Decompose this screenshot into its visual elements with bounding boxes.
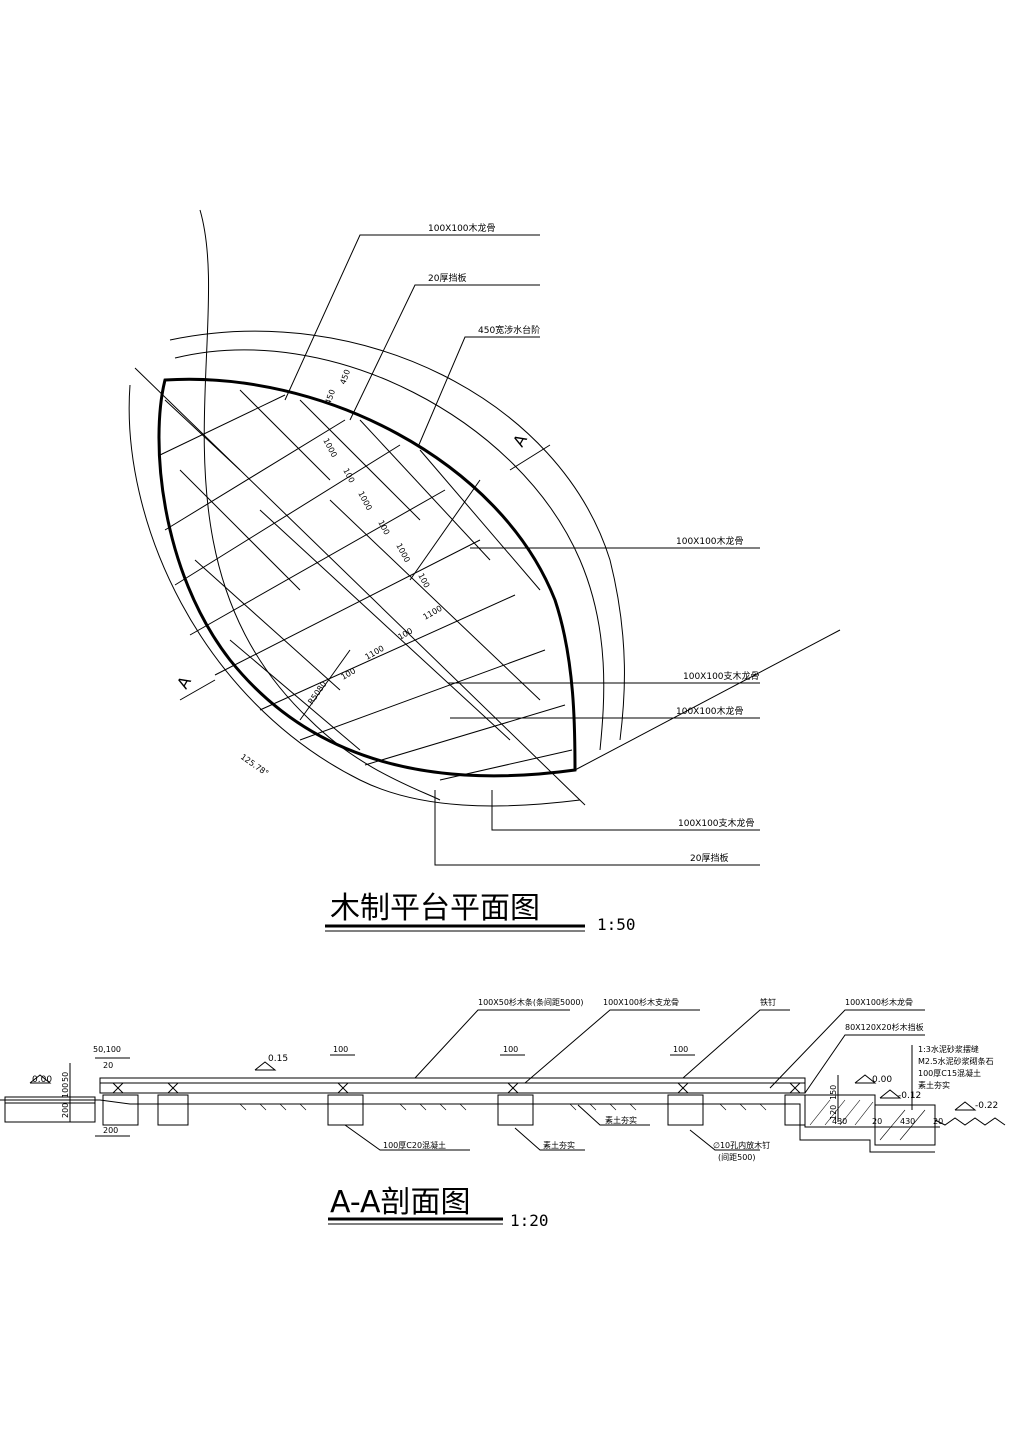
outer-arc-left — [199, 209, 441, 801]
dim-100a: 100 — [341, 467, 356, 485]
dim-h430a: 430 — [832, 1117, 847, 1126]
level-step: -0.12 — [898, 1091, 921, 1101]
outer-arc-bottom — [128, 384, 581, 807]
label-step: 450宽涉水台阶 — [478, 324, 540, 336]
footing-5 — [667, 1094, 704, 1126]
dim-1000c: 1000 — [394, 542, 412, 564]
stone-hatch — [809, 1099, 926, 1141]
dim-450b: 450 — [323, 388, 337, 405]
ground-line — [0, 1099, 935, 1153]
label-joist: 100X100杉木龙骨 — [845, 997, 913, 1007]
section-view: 0.00 0.15 0.00 -0.12 -0.22 — [0, 997, 1006, 1230]
dim-v120: 120 — [829, 1105, 838, 1120]
outer-arc-right-2 — [169, 330, 625, 741]
dim-radius: R5080 — [306, 680, 328, 706]
dim-100b: 100 — [503, 1045, 518, 1054]
footings — [102, 1094, 806, 1126]
deck-plank — [99, 1077, 806, 1084]
section-line-top — [509, 444, 551, 471]
label-stone: M2.5水泥砂浆砌条石 — [918, 1056, 994, 1066]
posts — [112, 1082, 801, 1094]
label-soil-right: 素土夯实 — [918, 1080, 950, 1090]
level-water: -0.22 — [975, 1101, 998, 1111]
label-support: 100X100杉木支龙骨 — [603, 997, 679, 1007]
right-stone-step-2 — [874, 1104, 936, 1146]
dim-v200: 200 — [61, 1103, 70, 1118]
footing-6 — [784, 1094, 806, 1126]
water-line — [934, 1117, 1006, 1126]
section-dim-lines — [69, 1054, 940, 1137]
label-joist-right: 100X100木龙骨 — [676, 535, 744, 547]
section-line-left — [179, 679, 216, 701]
dim-h20: 20 — [872, 1117, 882, 1126]
section-leaders — [344, 1009, 925, 1151]
dim-1000b: 1000 — [356, 490, 374, 512]
label-bolt: ∅10孔内放木钉 — [713, 1140, 770, 1150]
label-support-joist-2: 100X100支木龙骨 — [678, 817, 755, 829]
dim-200: 200 — [103, 1126, 118, 1135]
section-title: A-A剖面图 — [330, 1185, 471, 1220]
dim-1000a: 1000 — [321, 437, 339, 459]
angle-dim-line — [134, 367, 586, 806]
dim-50-100: 50,100 — [93, 1045, 121, 1054]
level-markers — [29, 1061, 977, 1111]
label-soil-mid1: 素土夯实 — [543, 1140, 575, 1150]
dim-20: 20 — [103, 1061, 113, 1070]
section-scale: 1:20 — [510, 1211, 549, 1230]
dim-100a: 100 — [333, 1045, 348, 1054]
section-mark-left: A — [173, 673, 195, 692]
label-support-joist-1: 100X100支木龙骨 — [683, 670, 760, 682]
platform-outline — [157, 377, 577, 778]
left-step-block — [4, 1096, 96, 1123]
dim-100d: 100 — [397, 626, 415, 641]
level-left: 0.00 — [32, 1075, 52, 1085]
dim-angle: 125.78° — [239, 752, 270, 778]
plan-title: 木制平台平面图 — [330, 891, 540, 926]
dim-h430b: 430 — [900, 1117, 915, 1126]
footing-2 — [157, 1094, 189, 1126]
joist-grid — [159, 389, 573, 781]
plan-leaders — [284, 234, 760, 866]
plan-scale: 1:50 — [597, 915, 636, 934]
dim-v150: 150 — [829, 1085, 838, 1100]
dim-450a: 450 — [338, 368, 352, 385]
label-mortar: 1:3水泥砂浆摆缝 — [918, 1044, 979, 1054]
plan-view: 100X100木龙骨 20厚挡板 450宽涉水台阶 100X100木龙骨 100… — [128, 209, 841, 934]
soil-hatch — [239, 1103, 767, 1111]
outer-arc-right-1 — [174, 349, 605, 751]
footing-4 — [497, 1094, 534, 1126]
label-joist-top: 100X100木龙骨 — [428, 222, 496, 234]
dim-1100b: 1100 — [364, 644, 386, 662]
level-deck: 0.15 — [268, 1054, 288, 1064]
outer-tail-line — [574, 629, 841, 771]
label-joist-lower: 100X100木龙骨 — [676, 705, 744, 717]
label-board-top: 20厚挡板 — [428, 272, 466, 284]
label-plank: 100X50杉木条(条间距5000) — [478, 997, 584, 1007]
dim-1100a: 1100 — [422, 604, 444, 622]
dim-100e: 100 — [340, 666, 358, 681]
label-nail: 铁钉 — [760, 997, 776, 1007]
level-right: 0.00 — [872, 1075, 892, 1085]
label-concrete-c15: 100厚C15混凝土 — [918, 1068, 981, 1078]
dim-v50: 50 — [61, 1072, 70, 1082]
footing-3 — [327, 1094, 364, 1126]
dim-h20b: 20 — [933, 1117, 943, 1126]
footing-1 — [102, 1094, 139, 1126]
dim-100c: 100 — [673, 1045, 688, 1054]
dim-100c: 100 — [416, 572, 431, 590]
dim-v100: 100 — [61, 1083, 70, 1098]
label-board-bottom: 20厚挡板 — [690, 852, 728, 864]
label-concrete-c20: 100厚C20混凝土 — [383, 1140, 446, 1150]
label-edge-board: 80X120X20杉木挡板 — [845, 1022, 924, 1032]
label-bolt-spacing: (间距500) — [718, 1153, 756, 1162]
deck-joist — [99, 1082, 806, 1094]
label-soil-mid2: 素土夯实 — [605, 1115, 637, 1125]
